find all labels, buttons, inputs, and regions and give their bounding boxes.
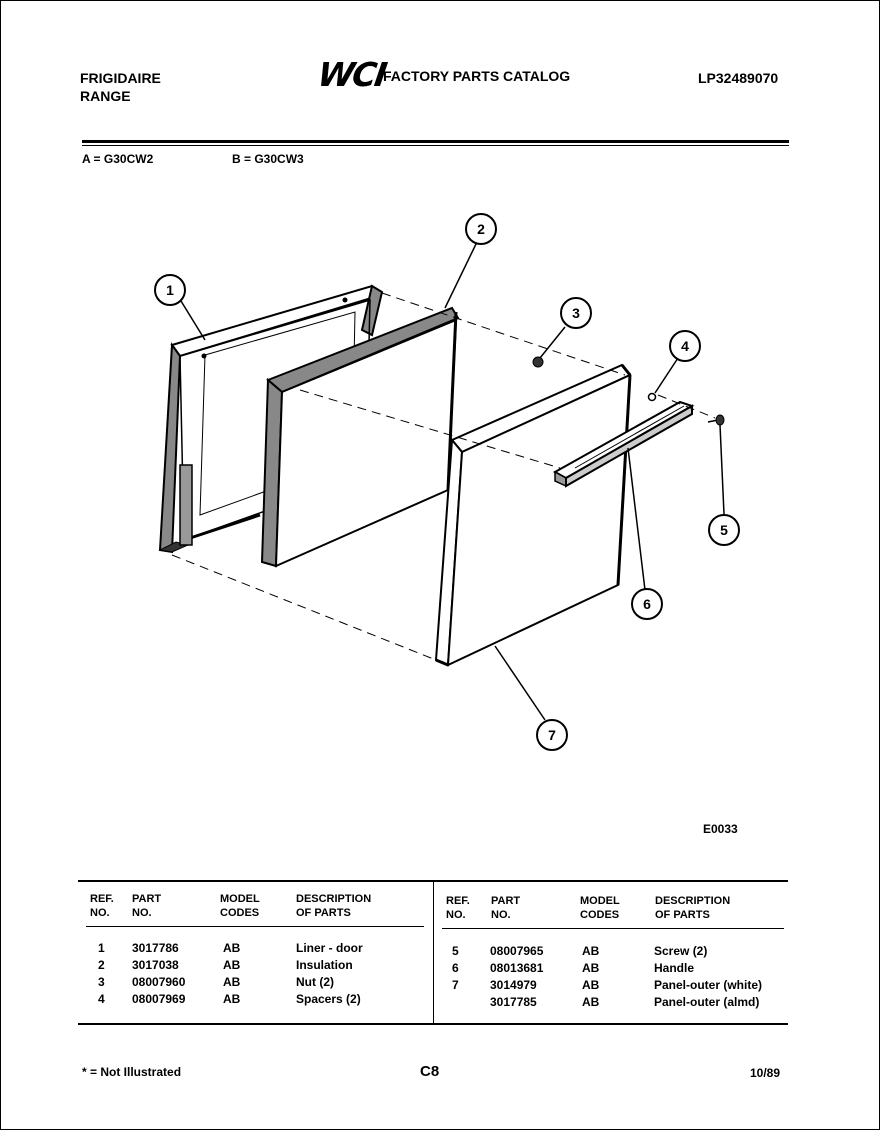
model-a: A = G30CW2: [82, 152, 154, 166]
callout-5: 5: [708, 514, 740, 546]
callout-4-label: 4: [681, 338, 689, 354]
header-model-line1: MODEL: [580, 895, 620, 907]
screw-part: [707, 414, 725, 426]
header-part-left: PART NO.: [132, 892, 161, 920]
brand-name: FRIGIDAIRE: [80, 70, 161, 86]
right-row-2-desc: Handle: [654, 961, 695, 975]
callout-3-label: 3: [572, 305, 580, 321]
header-model-line1: MODEL: [220, 893, 260, 905]
left-row-1-desc: Liner - door: [296, 941, 363, 955]
handle-part: [552, 400, 695, 488]
right-row-3-codes: AB: [582, 978, 600, 992]
left-header-rule: [86, 926, 424, 927]
right-row-2-ref: 6: [452, 961, 459, 975]
left-row-4-codes: AB: [223, 992, 241, 1006]
parts-table: REF. NO. PART NO. MODEL CODES DESCRIPTIO…: [78, 880, 788, 1025]
door-liner-part: [158, 284, 384, 554]
left-row-2-part: 3017038: [132, 958, 179, 972]
right-row-1-codes: AB: [582, 944, 600, 958]
header-rule: [82, 140, 789, 143]
header-ref-right: REF. NO.: [446, 894, 470, 922]
right-row-3-part: 3014979: [490, 978, 537, 992]
callout-1-label: 1: [166, 282, 174, 298]
left-row-3-desc: Nut (2): [296, 975, 334, 989]
footnote: * = Not Illustrated: [82, 1065, 182, 1079]
left-row-4-part: 08007969: [132, 992, 186, 1006]
header-desc-line1: DESCRIPTION: [655, 895, 731, 907]
left-row-4-ref: 4: [98, 992, 105, 1006]
header-model-right: MODEL CODES: [580, 894, 620, 922]
left-row-1-part: 3017786: [132, 941, 179, 955]
right-row-1-part: 08007965: [490, 944, 544, 958]
callout-circles: 1 2 3 4 5 6 7: [154, 213, 740, 751]
header-desc-line2: OF PARTS: [296, 907, 351, 919]
callout-2-label: 2: [477, 221, 485, 237]
callout-4: 4: [669, 330, 701, 362]
right-header-rule: [442, 928, 784, 929]
right-row-2-codes: AB: [582, 961, 600, 975]
header-model-left: MODEL CODES: [220, 892, 260, 920]
callout-5-label: 5: [720, 522, 728, 538]
model-b: B = G30CW3: [232, 152, 304, 166]
catalog-number: LP32489070: [698, 70, 779, 86]
callout-6: 6: [631, 588, 663, 620]
right-row-3-desc: Panel-outer (white): [654, 978, 763, 992]
header-desc-line1: DESCRIPTION: [296, 893, 372, 905]
header-model-line2: CODES: [580, 909, 620, 921]
table-bottom-rule: [78, 1023, 788, 1025]
header-desc-line2: OF PARTS: [655, 909, 710, 921]
table-divider: [433, 882, 434, 1023]
left-row-3-ref: 3: [98, 975, 105, 989]
left-row-1-ref: 1: [98, 941, 105, 955]
callout-3: 3: [560, 297, 592, 329]
alignment-lines: [171, 292, 716, 661]
header-rule-thin: [82, 145, 789, 146]
nut-part: [532, 356, 544, 368]
catalog-title: FACTORY PARTS CATALOG: [383, 68, 571, 84]
right-row-2-part: 08013681: [490, 961, 544, 975]
header-ref-line2: NO.: [90, 907, 110, 919]
header-model-line2: CODES: [220, 907, 260, 919]
outer-panel-part: [434, 363, 632, 667]
callout-6-label: 6: [643, 596, 651, 612]
right-row-1-desc: Screw (2): [654, 944, 708, 958]
header-desc-right: DESCRIPTION OF PARTS: [655, 894, 730, 922]
header-part-line1: PART: [132, 893, 162, 905]
revision-date: 10/89: [750, 1066, 781, 1080]
header-ref-line2: NO.: [446, 909, 466, 921]
header-desc-left: DESCRIPTION OF PARTS: [296, 892, 371, 920]
callout-7-label: 7: [548, 727, 556, 743]
product-name: RANGE: [80, 88, 131, 104]
callout-1: 1: [154, 274, 186, 306]
left-row-3-codes: AB: [223, 975, 241, 989]
left-row-1-codes: AB: [223, 941, 241, 955]
right-row-3-ref: 7: [452, 978, 459, 992]
insulation-part: [260, 306, 460, 568]
header-part-line1: PART: [491, 895, 521, 907]
table-top-rule: [78, 880, 788, 882]
right-row-4-desc: Panel-outer (almd): [654, 995, 760, 1009]
left-row-3-part: 08007960: [132, 975, 186, 989]
callout-7: 7: [536, 719, 568, 751]
header-part-right: PART NO.: [491, 894, 520, 922]
left-row-4-desc: Spacers (2): [296, 992, 361, 1006]
exploded-door-diagram: 1 2 3 4 5 6 7: [154, 213, 740, 751]
left-row-2-codes: AB: [223, 958, 241, 972]
right-row-4-codes: AB: [582, 995, 600, 1009]
diagram-code: E0033: [703, 822, 738, 836]
header-ref-line1: REF.: [446, 895, 470, 907]
header-ref-line1: REF.: [90, 893, 114, 905]
header-part-line2: NO.: [132, 907, 152, 919]
right-row-4-part: 3017785: [490, 995, 537, 1009]
leader-lines: [180, 243, 725, 721]
spacer-part: [647, 392, 657, 402]
header-part-line2: NO.: [491, 909, 511, 921]
header-ref-left: REF. NO.: [90, 892, 114, 920]
right-row-1-ref: 5: [452, 944, 459, 958]
callout-2: 2: [465, 213, 497, 245]
page-number: C8: [420, 1063, 440, 1080]
left-row-2-ref: 2: [98, 958, 105, 972]
left-row-2-desc: Insulation: [296, 958, 353, 972]
